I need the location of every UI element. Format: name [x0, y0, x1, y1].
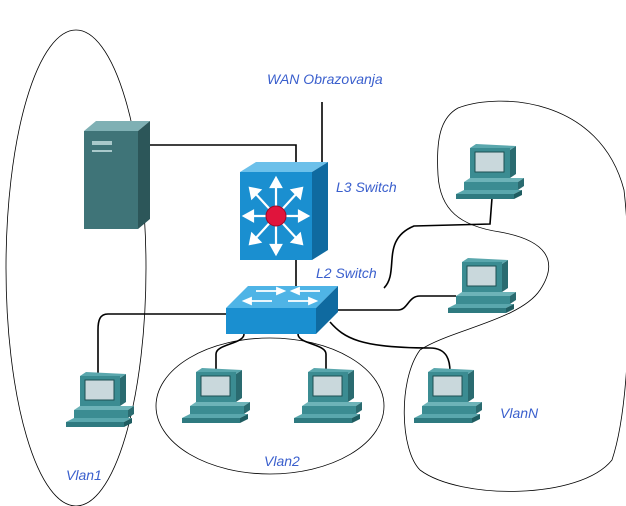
layer3-switch-icon — [240, 162, 328, 260]
workstation-icon — [181, 367, 251, 424]
vlann-label: VlanN — [500, 405, 539, 421]
workstation-icon — [413, 367, 483, 424]
vlan2-boundary — [155, 337, 385, 475]
vlan1-boundary — [5, 29, 147, 506]
server-icon — [84, 121, 150, 229]
wan-label: WAN Obrazovanja — [267, 71, 383, 87]
l3-switch-label: L3 Switch — [336, 179, 397, 195]
workstation-icon — [455, 143, 525, 200]
vlan2-label: Vlan2 — [264, 453, 300, 469]
router-center-icon — [265, 205, 287, 227]
workstation-icon — [65, 371, 135, 428]
l2-switch-label: L2 Switch — [316, 265, 377, 281]
workstation-icon — [447, 257, 517, 314]
vlan1-label: Vlan1 — [66, 467, 102, 483]
connections — [97, 102, 493, 376]
layer2-switch-icon — [226, 286, 338, 334]
workstation-icon — [293, 367, 363, 424]
